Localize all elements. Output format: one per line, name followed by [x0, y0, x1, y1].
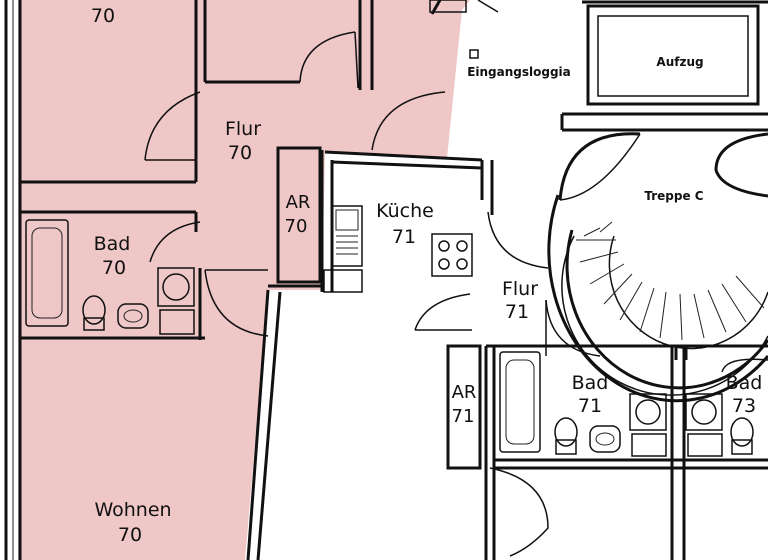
bad-73-number: 73	[732, 395, 756, 417]
toilet-icon	[730, 417, 754, 455]
apartment-divider-walls	[246, 0, 499, 560]
kueche-71-number: 71	[392, 226, 416, 248]
eingangsloggia-label: Eingangsloggia	[467, 65, 571, 79]
washing-machine-icon	[685, 393, 723, 457]
washing-machine-icon	[157, 267, 195, 335]
toilet-icon	[82, 295, 106, 331]
spiral-stair-icon	[547, 132, 768, 403]
sink-icon	[589, 425, 621, 453]
bathtub-icon	[499, 351, 541, 453]
column	[469, 49, 479, 59]
treppe-c-label: Treppe C	[644, 189, 703, 203]
bad-70-name: Bad	[94, 233, 131, 255]
kitchen-sink-icon	[323, 205, 363, 293]
bad-71-number: 71	[578, 395, 602, 417]
wohnen-70-name: Wohnen	[94, 499, 171, 521]
bad-73-name: Bad	[726, 372, 763, 394]
door-arcs-flur-71	[414, 211, 601, 557]
elevator-shaft	[560, 0, 768, 132]
bad-71-name: Bad	[572, 372, 609, 394]
ar-70-number: 70	[285, 216, 308, 237]
bathtub-icon	[25, 219, 69, 327]
flur-70-number: 70	[228, 142, 252, 164]
kueche-71-name: Küche	[376, 200, 434, 222]
ar-71-walls	[446, 344, 482, 470]
ar-71-name: AR	[452, 382, 477, 403]
washing-machine-icon	[629, 393, 667, 457]
ar-70-name: AR	[286, 192, 311, 213]
ar-71-number: 71	[452, 406, 475, 427]
ar-70-walls	[268, 146, 322, 288]
bad-71-73-walls	[484, 344, 768, 560]
flur-70-name: Flur	[225, 118, 261, 140]
room-top-left-walls	[20, 0, 374, 184]
room-top-left-number: 70	[91, 5, 115, 27]
door-arcs-flur-70	[144, 31, 446, 337]
flur-71-name: Flur	[502, 278, 538, 300]
bad-70-walls	[20, 210, 205, 340]
toilet-icon	[554, 417, 578, 455]
wohnen-70-number: 70	[118, 524, 142, 546]
sink-icon	[117, 303, 149, 329]
flur-71-number: 71	[505, 301, 529, 323]
aufzug-label: Aufzug	[656, 55, 703, 69]
stove-icon	[431, 233, 473, 277]
bad-70-number: 70	[102, 257, 126, 279]
apartment-70-area	[18, 0, 470, 560]
